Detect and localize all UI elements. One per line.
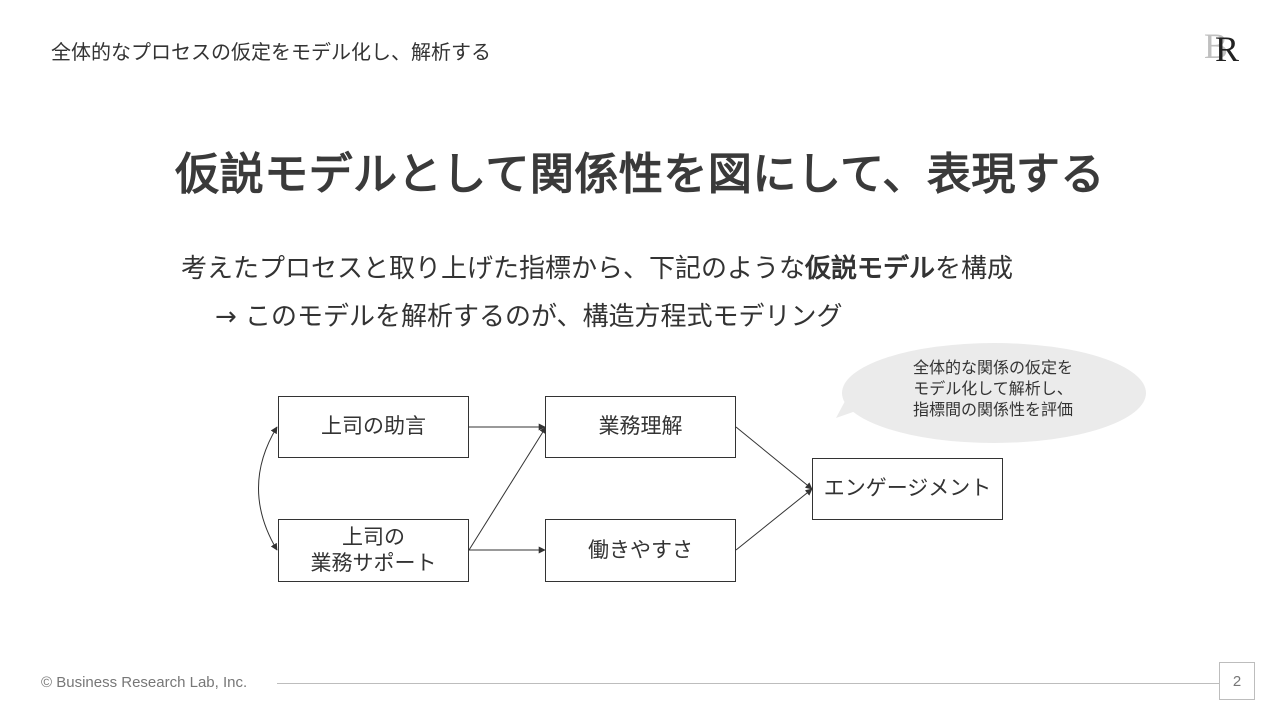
edge-support-understanding — [468, 426, 547, 551]
edge-understanding-engagement — [735, 426, 813, 490]
callout-tail — [836, 388, 870, 418]
body-line-1: 考えたプロセスと取り上げた指標から、下記のような仮説モデルを構成 — [181, 248, 1013, 285]
node-engagement: エンゲージメント — [812, 458, 1003, 520]
brand-logo-icon: B R — [1204, 26, 1239, 66]
node-boss-support: 上司の 業務サポート — [278, 519, 469, 582]
edge-advice-support-covariance — [258, 426, 278, 551]
footer-divider — [277, 683, 1220, 684]
header-subtitle: 全体的なプロセスの仮定をモデル化し、解析する — [51, 40, 491, 64]
callout-bubble — [842, 343, 1146, 443]
node-work-understanding: 業務理解 — [545, 396, 736, 458]
callout-text: 全体的な関係の仮定を モデル化して解析し、 指標間の関係性を評価 — [912, 358, 1073, 419]
footer-copyright: © Business Research Lab, Inc. — [41, 674, 248, 691]
slide-title: 仮説モデルとして関係性を図にして、表現する — [175, 149, 1105, 200]
body-line-2: → このモデルを解析するのが、構造方程式モデリング — [215, 302, 843, 332]
node-ease-of-work: 働きやすさ — [545, 519, 736, 582]
node-boss-advice: 上司の助言 — [278, 396, 469, 458]
svg-text:B: B — [1204, 26, 1228, 66]
edge-ease-engagement — [735, 488, 813, 551]
body-line-1-emphasis: 仮説モデル — [805, 254, 936, 284]
body-line-1-end: を構成 — [935, 254, 1014, 284]
body-line-1-text: 考えたプロセスと取り上げた指標から、下記のような — [181, 254, 806, 284]
page-number: 2 — [1219, 662, 1255, 700]
svg-text:R: R — [1215, 29, 1239, 66]
